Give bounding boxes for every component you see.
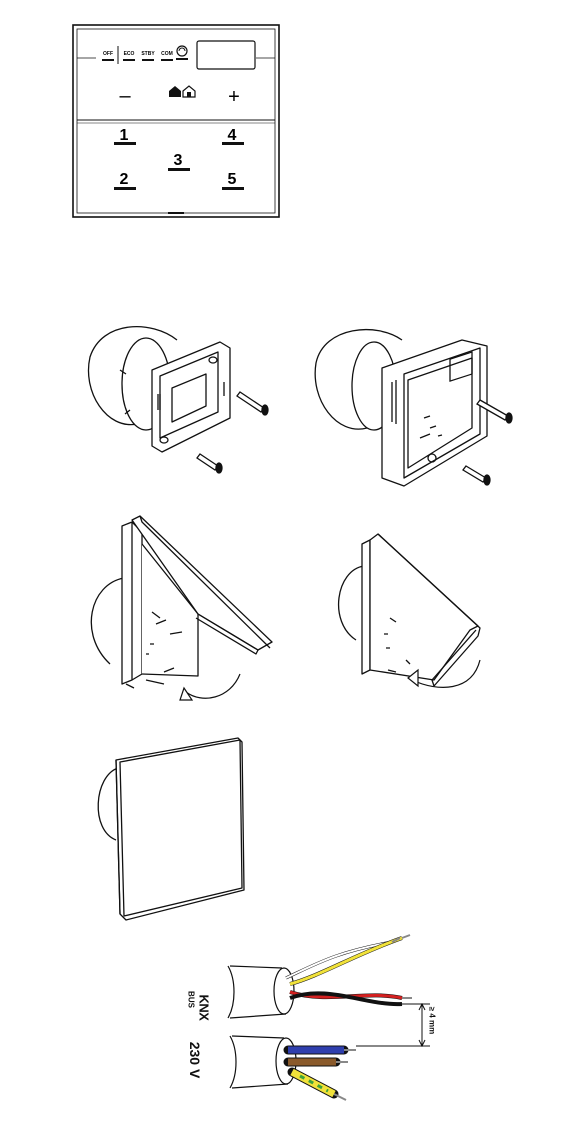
mounting-frame xyxy=(151,341,231,453)
wire-white xyxy=(285,941,393,979)
mode-label-eco: ECO xyxy=(124,51,135,57)
arrow-head xyxy=(407,668,419,688)
key-3-label: 3 xyxy=(174,152,183,169)
cable-diagram xyxy=(227,934,430,1101)
module-body xyxy=(381,339,488,487)
key-1-led[interactable] xyxy=(114,142,136,145)
thermostat-panel: OFF ECO STBY COM – + 1 4 3 2 5 xyxy=(72,24,280,218)
screw-bottom xyxy=(462,465,491,486)
occupancy-icons xyxy=(169,85,196,98)
key-1-label: 1 xyxy=(120,127,129,144)
cover-panel xyxy=(369,533,479,681)
knx-logo: KNX xyxy=(197,988,212,1028)
screw-top xyxy=(476,399,513,424)
mains-cable xyxy=(229,1035,356,1101)
arrow-head xyxy=(179,686,194,701)
step-installed xyxy=(97,737,245,921)
step-attach-cover xyxy=(90,515,273,701)
knx-bus-label: BUS xyxy=(186,991,196,1008)
base-module xyxy=(121,521,133,685)
key-2-label: 2 xyxy=(120,171,129,188)
wire-black xyxy=(289,991,403,1007)
rotation-arrow xyxy=(411,659,481,688)
base-module xyxy=(361,539,371,675)
mode-label-off: OFF xyxy=(103,51,113,57)
step-mount-module xyxy=(314,329,513,487)
mode-indicators: OFF ECO STBY COM xyxy=(102,51,173,61)
strip-length-label: ≥ 4 mm xyxy=(427,1006,437,1035)
minus-button[interactable]: – xyxy=(119,85,131,107)
strip-length-dimension xyxy=(356,1002,430,1048)
plus-button[interactable]: + xyxy=(228,86,240,108)
key-5-label: 5 xyxy=(228,171,237,188)
knx-logo-text: KNX xyxy=(196,994,212,1021)
fan-icon xyxy=(176,45,188,60)
mode-label-com: COM xyxy=(161,51,173,57)
screw-bottom xyxy=(196,453,223,474)
key-4-led[interactable] xyxy=(222,142,244,145)
cover-panel xyxy=(131,515,273,651)
key-5-led[interactable] xyxy=(222,187,244,190)
display-window xyxy=(196,40,256,70)
mode-label-stby: STBY xyxy=(141,51,155,57)
key-4-label: 4 xyxy=(228,127,237,144)
key-2-led[interactable] xyxy=(114,187,136,190)
wire-yellow xyxy=(289,936,403,986)
knx-cable xyxy=(227,934,412,1019)
step-mount-plate xyxy=(87,326,269,474)
step-close-cover xyxy=(337,533,481,688)
mains-voltage-label: 230 V xyxy=(187,1041,203,1079)
rotation-arrow xyxy=(185,673,241,699)
screw-top xyxy=(236,391,269,416)
key-3-led[interactable] xyxy=(168,168,190,171)
